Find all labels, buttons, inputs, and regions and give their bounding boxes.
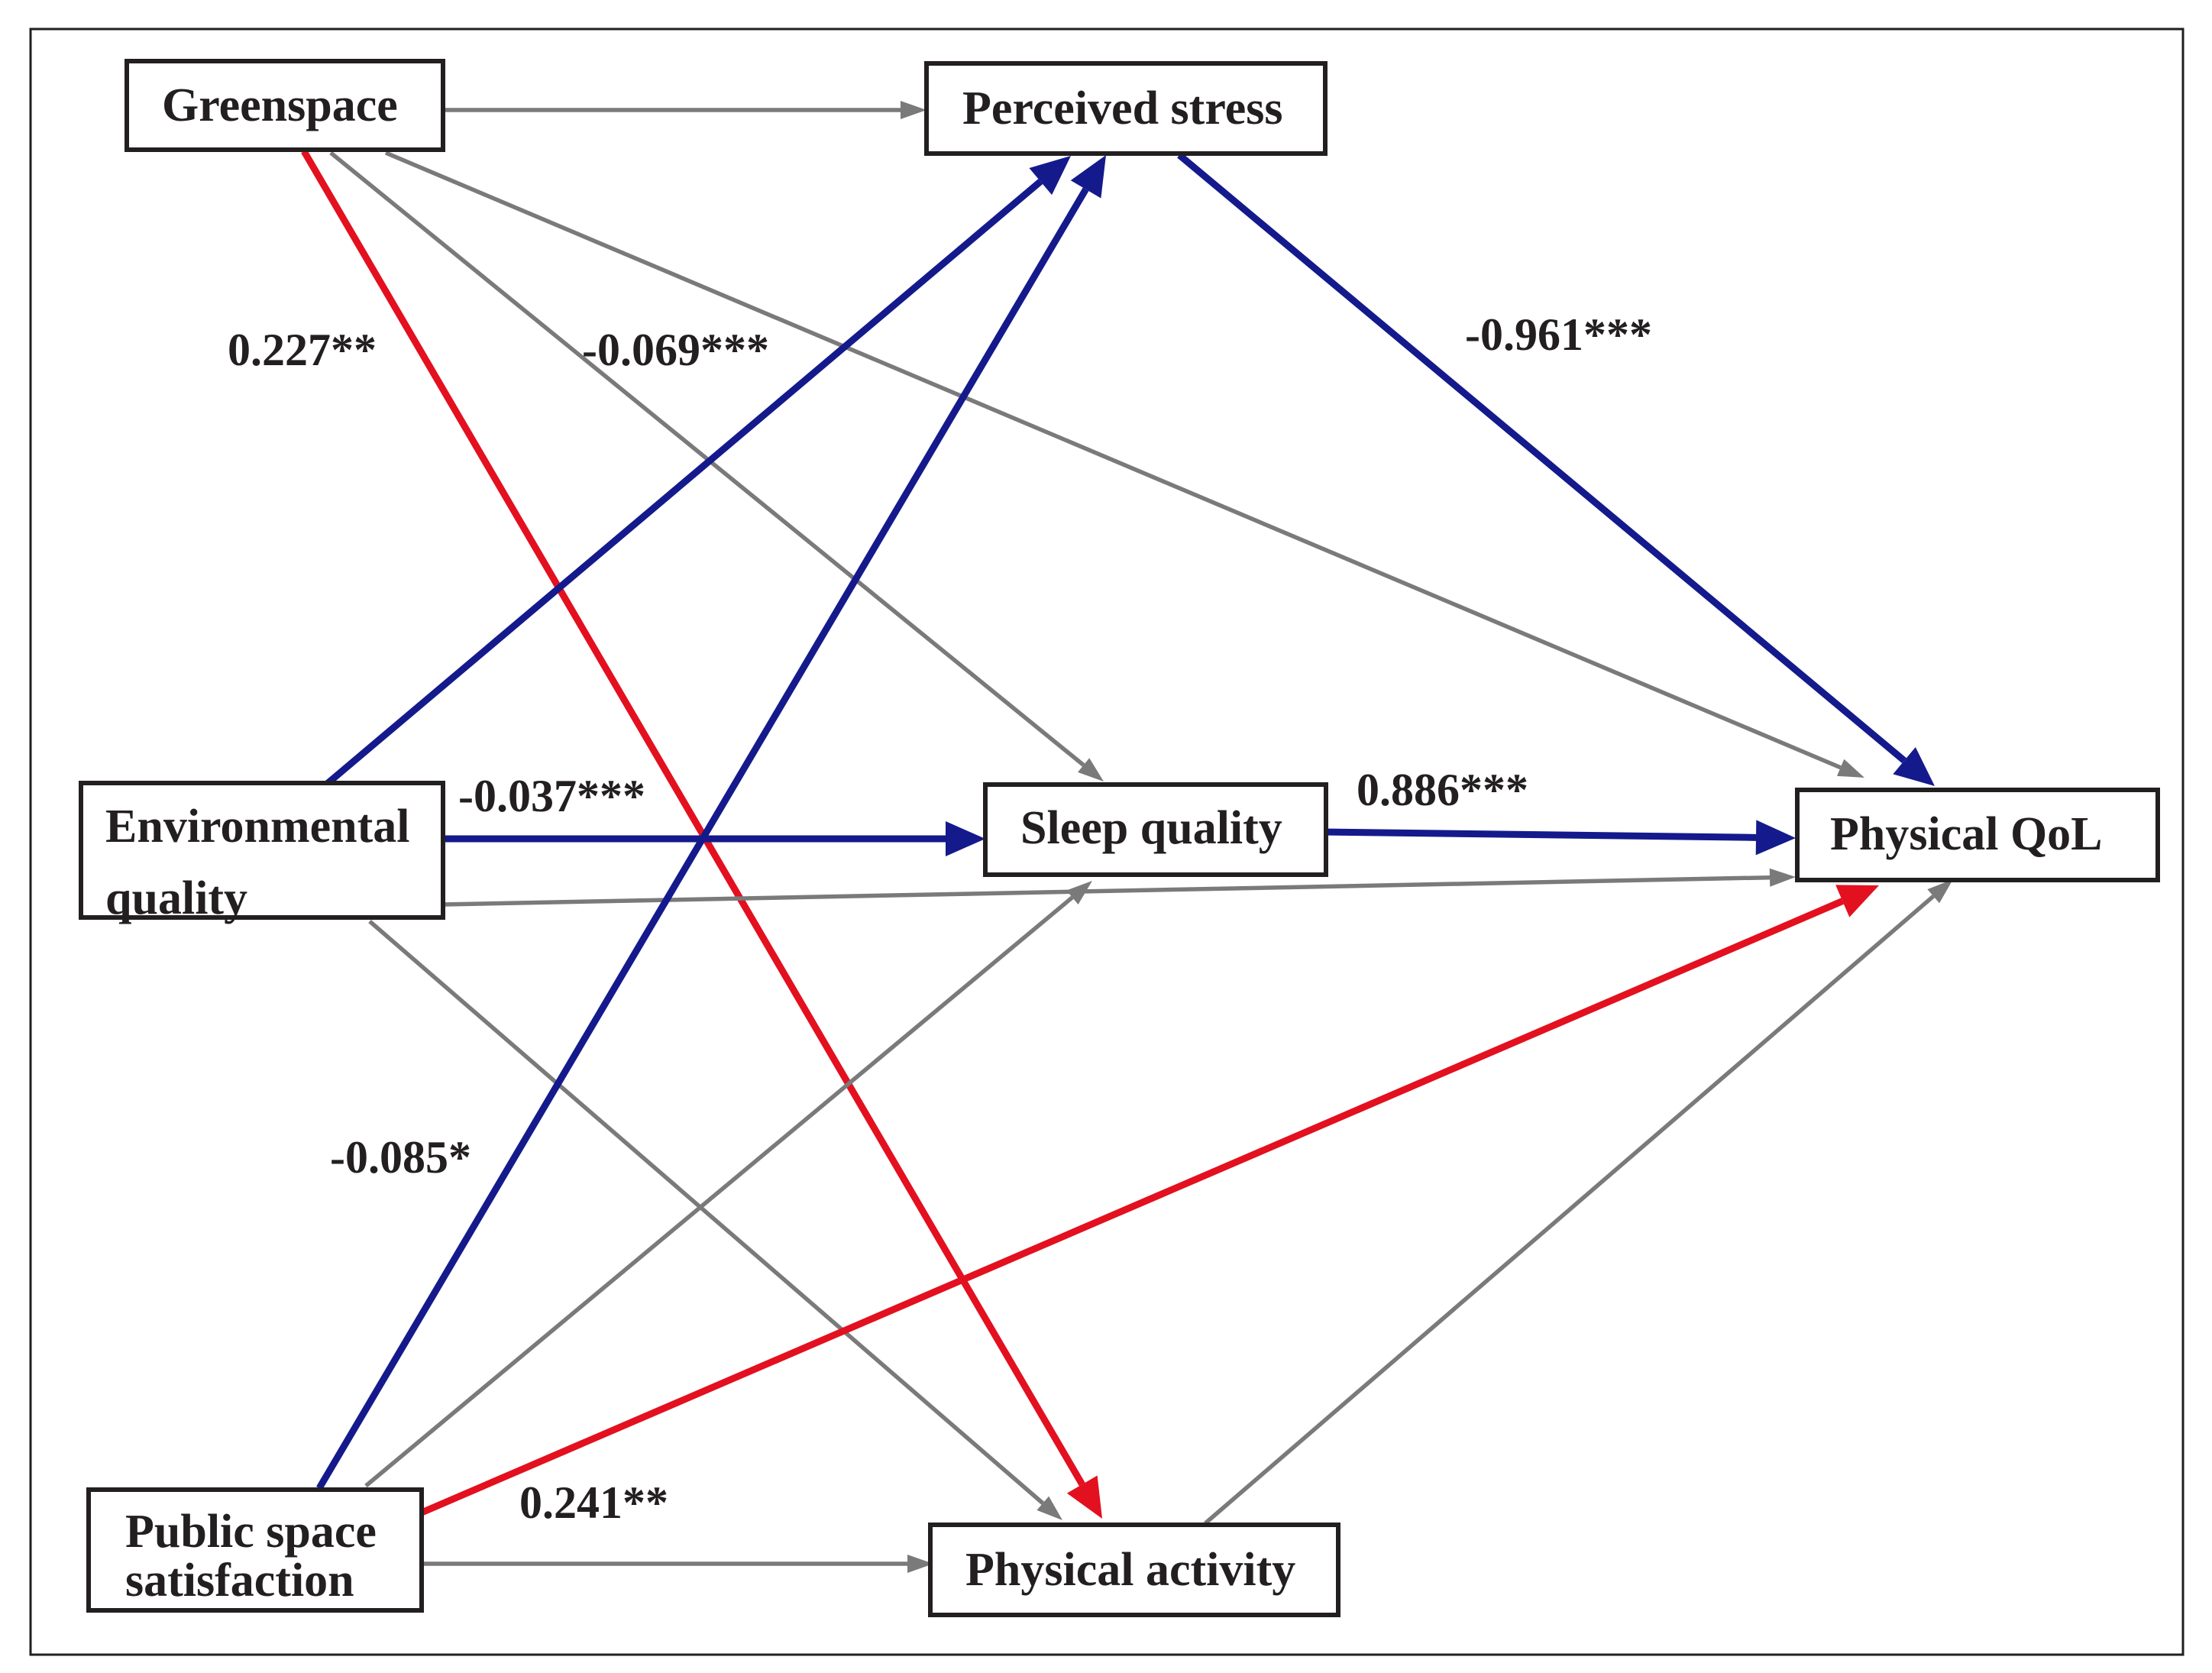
- arrowhead: [1893, 747, 1935, 786]
- node-box: [125, 59, 445, 152]
- node-greenspace: Greenspace: [125, 59, 445, 152]
- edge-greenspace-to-physical_activity: [301, 149, 1102, 1519]
- arrowhead: [907, 1555, 933, 1573]
- arrowhead: [1070, 155, 1106, 199]
- edge-greenspace-to-physical_qol: [384, 150, 1864, 778]
- node-label: satisfaction: [125, 1555, 354, 1607]
- edge-physical_activity-to-physical_qol: [1204, 879, 1953, 1526]
- edge-environmental_quality-to-sleep_quality: [443, 821, 985, 856]
- edge-line: [420, 898, 1845, 1516]
- node-environmental-quality: Environmental quality: [79, 781, 445, 924]
- edge-line: [1177, 152, 1906, 764]
- arrowhead: [1769, 868, 1796, 887]
- node-box: [79, 781, 445, 920]
- edges: [301, 101, 1953, 1573]
- node-label: Environmental: [105, 801, 409, 853]
- edge-line: [324, 179, 1043, 788]
- coefficient-public_space-to-perceived_stress: -0.085*: [330, 1132, 471, 1183]
- edge-line: [1321, 828, 1757, 841]
- arrowhead: [1036, 1496, 1062, 1520]
- node-physical-activity: Physical activity: [928, 1523, 1340, 1617]
- node-box: [983, 782, 1328, 877]
- edge-public_space-to-sleep_quality: [364, 881, 1092, 1488]
- edge-public_space-to-physical_activity: [422, 1555, 933, 1573]
- edge-line: [1204, 895, 1936, 1526]
- arrowhead: [946, 821, 985, 856]
- figure-frame: [29, 28, 2185, 1656]
- coefficient-perceived_stress-to-physical_qol: -0.961***: [1465, 309, 1652, 360]
- node-box: [86, 1487, 424, 1613]
- node-physical-qol: Physical QoL: [1795, 788, 2160, 882]
- arrowhead: [1029, 156, 1071, 196]
- edge-environmental_quality-to-perceived_stress: [324, 156, 1071, 788]
- coefficient-labels: 0.227** -0.069*** -0.037*** -0.085* 0.241** -…: [228, 309, 1652, 1528]
- node-label: Physical activity: [965, 1544, 1295, 1596]
- node-perceived-stress: Perceived stress: [924, 61, 1328, 156]
- edge-line: [384, 150, 1842, 770]
- edge-sleep_quality-to-physical_qol: [1321, 820, 1796, 856]
- edge-line: [301, 149, 1085, 1487]
- edge-perceived_stress-to-physical_qol: [1177, 152, 1935, 786]
- node-box: [924, 61, 1328, 156]
- arrowhead: [901, 101, 927, 119]
- edge-public_space-to-perceived_stress: [316, 155, 1106, 1490]
- coefficient-sleep_quality-to-physical_qol: 0.886***: [1357, 765, 1528, 815]
- node-label: Perceived stress: [962, 83, 1283, 134]
- node-label: Physical QoL: [1830, 808, 2103, 860]
- edge-line: [442, 875, 1771, 907]
- edge-environmental_quality-to-physical_activity: [368, 919, 1062, 1520]
- edge-line: [368, 919, 1045, 1505]
- node-label: Greenspace: [162, 79, 398, 131]
- node-label: Sleep quality: [1020, 802, 1282, 854]
- edge-greenspace-to-perceived_stress: [445, 101, 927, 119]
- edge-line: [316, 187, 1089, 1490]
- coefficient-environmental_quality-to-sleep_quality: -0.037***: [458, 771, 645, 821]
- arrowhead: [1066, 1475, 1102, 1519]
- edge-line: [364, 895, 1074, 1488]
- edge-public_space-to-physical_qol: [420, 885, 1879, 1516]
- arrowhead: [1066, 881, 1092, 904]
- coefficient-greenspace-to-physical_activity: 0.227**: [228, 325, 377, 375]
- arrowhead: [1755, 820, 1796, 856]
- arrowhead: [1927, 879, 1953, 904]
- node-label: Public space: [125, 1506, 377, 1558]
- coefficient-public_space-to-physical_qol: 0.241**: [519, 1477, 668, 1528]
- arrowhead: [1078, 758, 1104, 781]
- arrowhead: [1837, 759, 1864, 778]
- node-box: [1795, 788, 2160, 882]
- arrowhead: [1835, 885, 1879, 917]
- node-label: quality: [105, 872, 247, 924]
- node-sleep-quality: Sleep quality: [983, 782, 1328, 877]
- node-box: [928, 1523, 1340, 1617]
- coefficient-environmental_quality-to-perceived_stress: -0.069***: [582, 325, 769, 375]
